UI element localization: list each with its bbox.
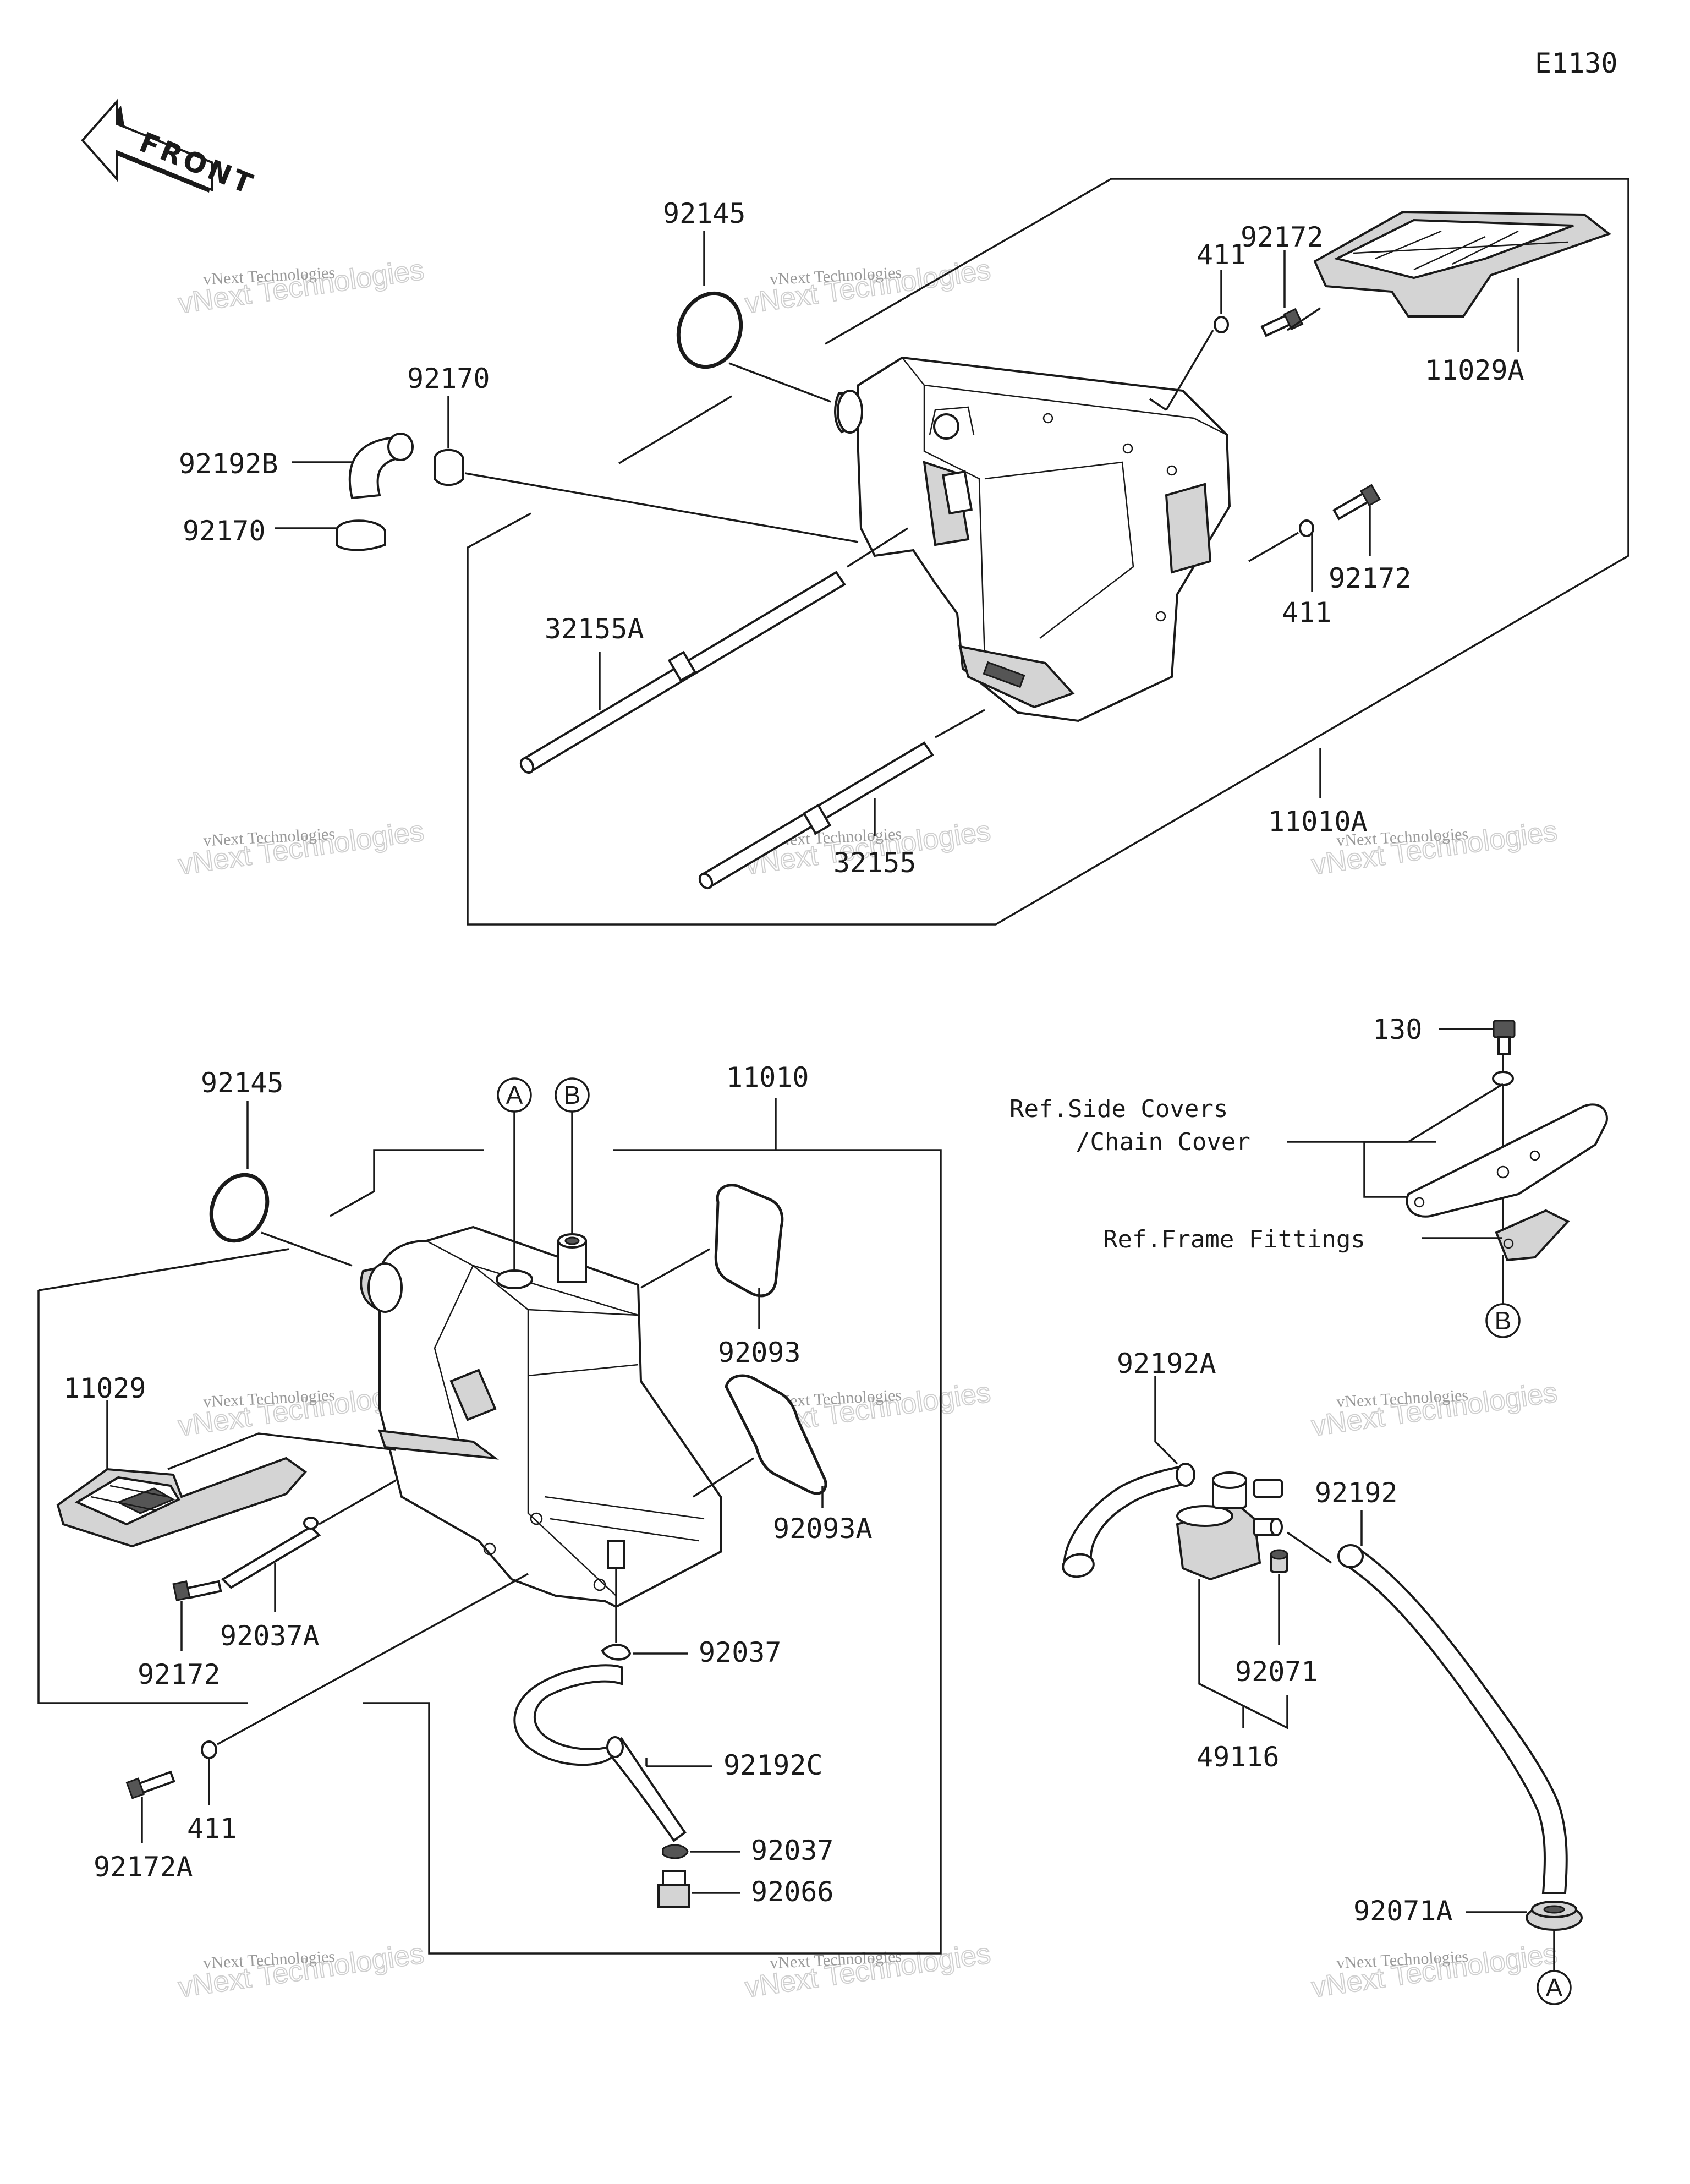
label-92093a: 92093A	[773, 1513, 873, 1545]
label-92192b: 92192B	[179, 448, 278, 480]
label-92037-a: 92037	[699, 1636, 782, 1668]
connector-a-right: A	[1537, 1970, 1572, 2005]
diagram-code: E1130	[1535, 47, 1618, 79]
filter-11029	[56, 1457, 307, 1548]
connector-a-top-label: A	[506, 1081, 523, 1109]
clamp-92170-mid	[336, 519, 386, 551]
screw-92172a	[125, 1770, 175, 1799]
washer-411-bottom	[201, 1740, 217, 1759]
oring-92145-bottom	[209, 1173, 270, 1243]
connector-a-right-label: A	[1546, 1973, 1563, 2002]
strap-92037a	[221, 1525, 321, 1589]
connector-b-right-label: B	[1495, 1306, 1512, 1335]
connector-b-top-label: B	[564, 1081, 581, 1109]
label-11010a: 11010A	[1268, 806, 1368, 838]
drain-hose-92192c	[513, 1664, 623, 1766]
label-130: 130	[1373, 1014, 1422, 1046]
label-92172-top: 92172	[1241, 221, 1324, 253]
label-411-bottom: 411	[187, 1813, 237, 1844]
bolt-130	[1493, 1020, 1516, 1055]
label-92172a: 92172A	[94, 1851, 193, 1883]
screw-92172-bottom	[172, 1580, 222, 1601]
label-92170-mid: 92170	[183, 515, 266, 547]
screw-92172-top	[1260, 308, 1304, 337]
label-92145-top: 92145	[663, 198, 746, 229]
valve-49116	[1176, 1471, 1283, 1581]
plug-92066	[657, 1870, 690, 1908]
bracket-side-covers	[1406, 1103, 1608, 1262]
connector-a-top: A	[497, 1077, 532, 1113]
top-assembly-frame	[467, 178, 1629, 926]
grommet-92071	[1270, 1549, 1288, 1573]
hose-92192	[1340, 1547, 1568, 1894]
clamp-92170-top	[434, 448, 464, 486]
clamp-92037-a	[601, 1644, 632, 1661]
screw-92172-mid	[1332, 484, 1381, 521]
label-11010: 11010	[726, 1061, 809, 1093]
ref-side-covers-2: /Chain Cover	[1076, 1128, 1250, 1156]
label-32155: 32155	[833, 847, 917, 879]
label-92145-bottom: 92145	[201, 1067, 284, 1099]
label-92066: 92066	[751, 1876, 834, 1908]
ref-frame-fittings: Ref.Frame Fittings	[1103, 1225, 1365, 1254]
bottom-assembly-frame	[37, 1128, 942, 1955]
label-92192: 92192	[1315, 1477, 1398, 1509]
label-411-top: 411	[1197, 239, 1246, 271]
front-arrow-icon: FRONT	[81, 98, 260, 201]
connector-b-top: B	[555, 1077, 590, 1113]
label-11029: 11029	[63, 1372, 146, 1404]
connector-b-right: B	[1485, 1303, 1521, 1338]
label-92071a: 92071A	[1353, 1895, 1453, 1927]
label-32155a: 32155A	[545, 613, 644, 645]
label-11029a: 11029A	[1425, 354, 1524, 386]
seal-92093a	[725, 1374, 827, 1495]
oring-92145-top	[676, 291, 743, 369]
label-92037a: 92037A	[220, 1620, 320, 1652]
label-92071: 92071	[1235, 1656, 1318, 1688]
filter-11029a	[1313, 210, 1612, 318]
hose-92192a	[1063, 1465, 1190, 1569]
label-92037-b: 92037	[751, 1835, 834, 1866]
top-air-box	[834, 356, 1231, 722]
bottom-air-box	[360, 1225, 722, 1608]
label-92172-bottom: 92172	[138, 1658, 221, 1690]
gasket-92093	[714, 1184, 784, 1298]
ref-side-covers-1: Ref.Side Covers	[1009, 1095, 1228, 1123]
label-411-mid: 411	[1282, 596, 1331, 628]
label-92192a: 92192A	[1117, 1348, 1216, 1380]
label-49116: 49116	[1197, 1741, 1280, 1773]
label-92170-top: 92170	[407, 363, 490, 395]
label-92093: 92093	[718, 1337, 801, 1369]
grommet-92071a	[1526, 1901, 1583, 1931]
label-92172-mid: 92172	[1329, 562, 1412, 594]
label-92192c: 92192C	[723, 1749, 823, 1781]
clamp-92037-b	[662, 1844, 689, 1859]
